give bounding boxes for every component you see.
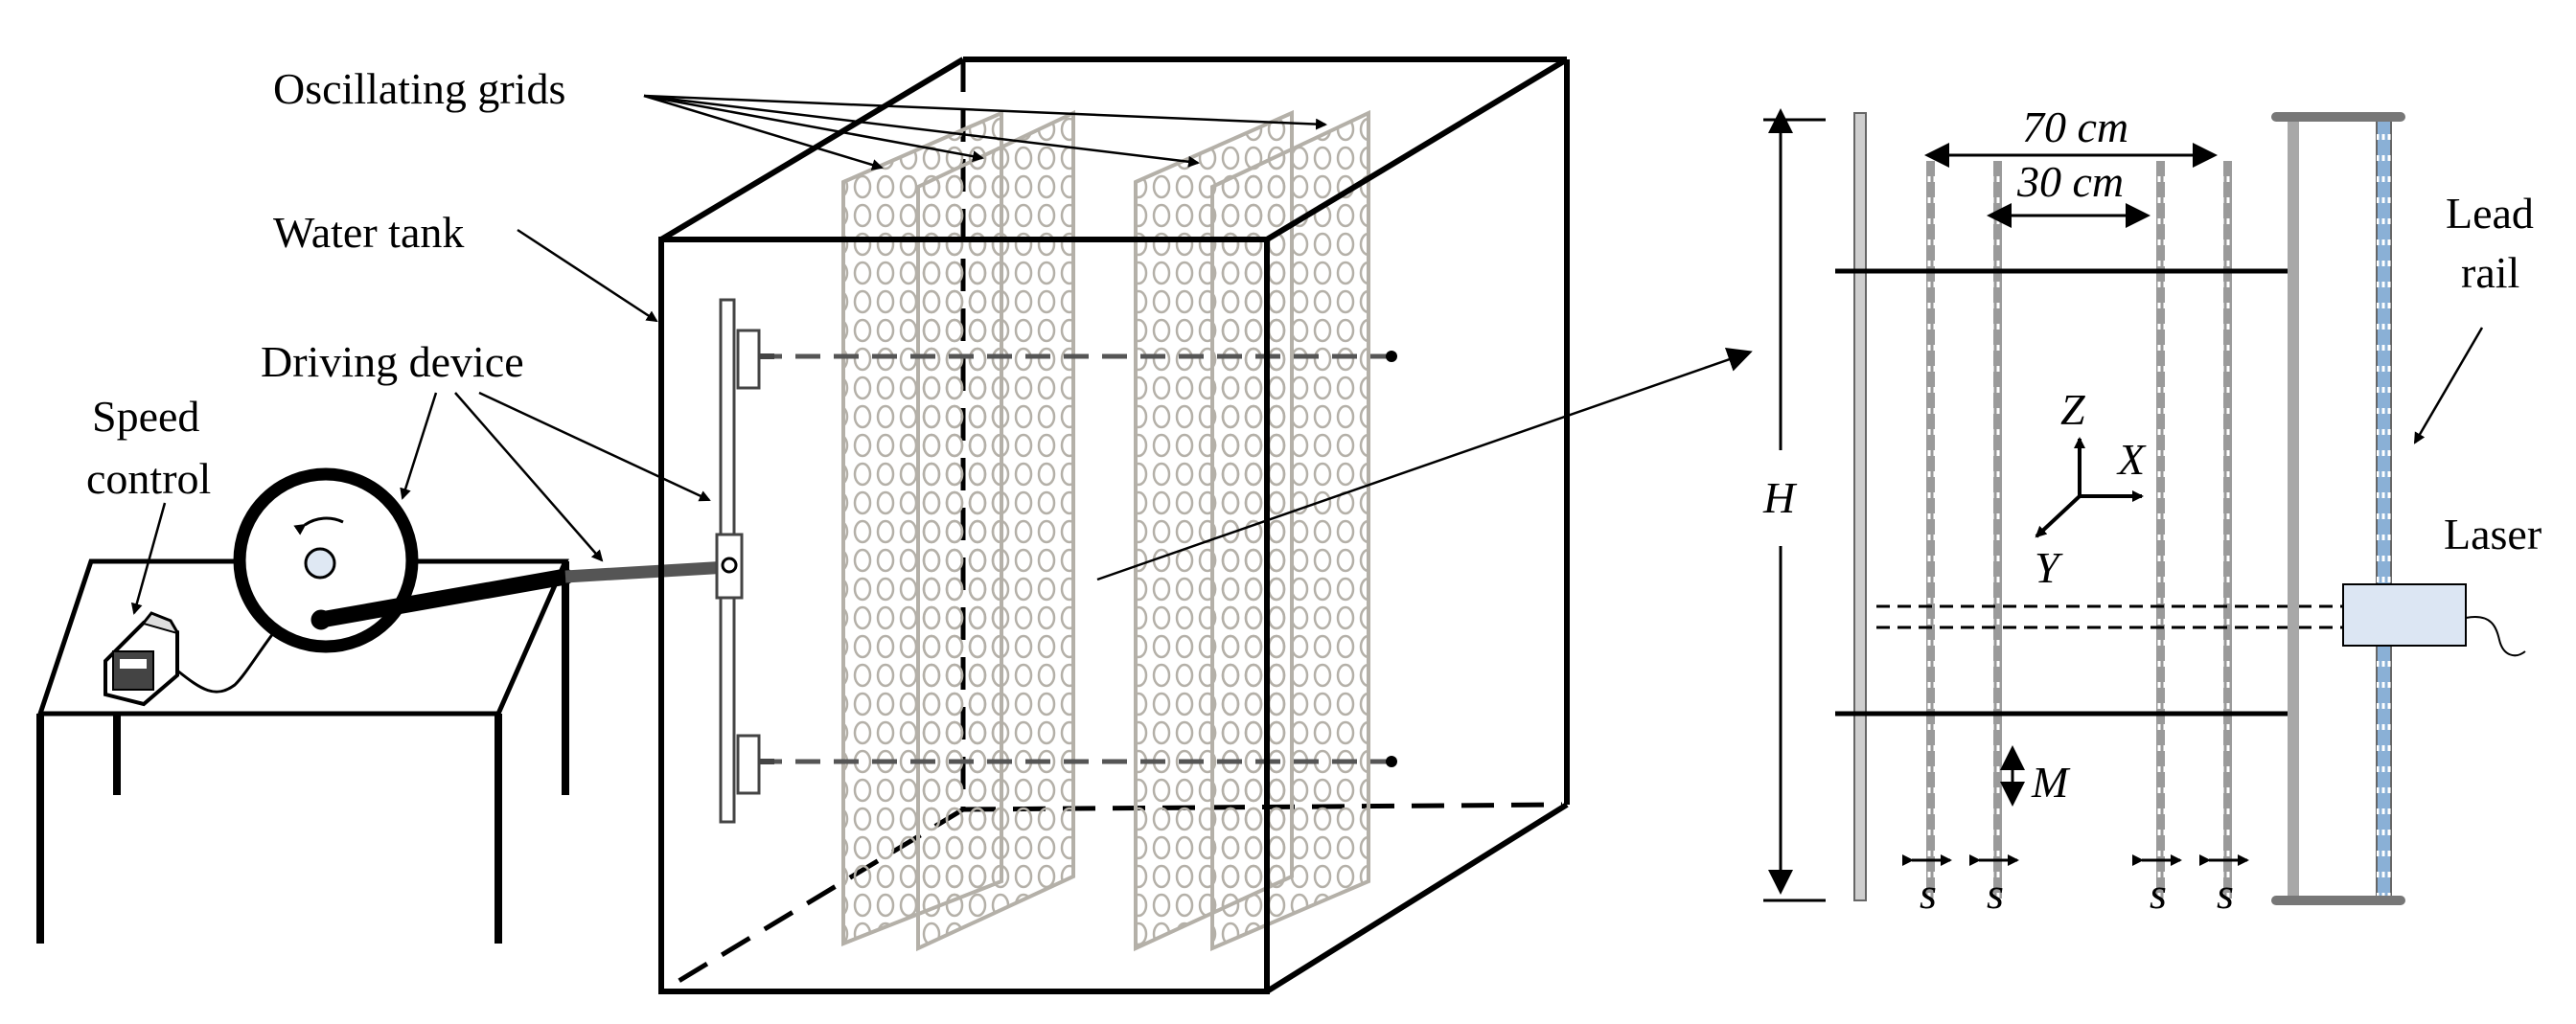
label-water-tank: Water tank [273, 208, 464, 257]
height-dimension [1763, 108, 1826, 902]
grid-mount-rods [757, 353, 1392, 764]
lead-rail [2271, 112, 2405, 905]
grid-panel-4 [1210, 109, 1370, 952]
laser-unit [2342, 583, 2526, 657]
label-spacing-2: s [1987, 869, 2004, 918]
label-30cm: 30 cm [2016, 157, 2124, 206]
axis-label-y: Y [2035, 543, 2063, 592]
label-spacing-1: s [1920, 869, 1937, 918]
speed-control-unit [104, 573, 328, 707]
coordinate-axes [2035, 437, 2144, 538]
label-spacing-3: s [2150, 869, 2167, 918]
label-mesh: M [2031, 758, 2071, 807]
label-speed-control-1: Speed [92, 392, 199, 441]
grid-panel-2 [916, 109, 1075, 952]
water-tank [659, 59, 1563, 994]
label-lead-rail-1: Lead [2446, 189, 2534, 238]
label-laser: Laser [2444, 510, 2542, 558]
label-lead-rail-2: rail [2461, 248, 2519, 297]
laser-sheet [1876, 604, 2343, 629]
tank-wall [1853, 112, 1867, 901]
label-70cm: 70 cm [2022, 102, 2128, 151]
drive-bar [715, 298, 774, 824]
label-driving-device: Driving device [261, 337, 524, 386]
detail-pointer [1096, 347, 1753, 581]
oscillating-grids [841, 109, 1370, 952]
axis-label-x: X [2116, 435, 2147, 484]
label-spacing-4: s [2217, 869, 2234, 918]
axis-label-z: Z [2060, 385, 2085, 434]
label-height: H [1762, 473, 1798, 522]
label-oscillating-grids: Oscillating grids [273, 64, 565, 113]
grid-side-views [1926, 161, 2232, 899]
label-speed-control-2: control [86, 454, 211, 503]
connecting-rod [312, 560, 729, 628]
